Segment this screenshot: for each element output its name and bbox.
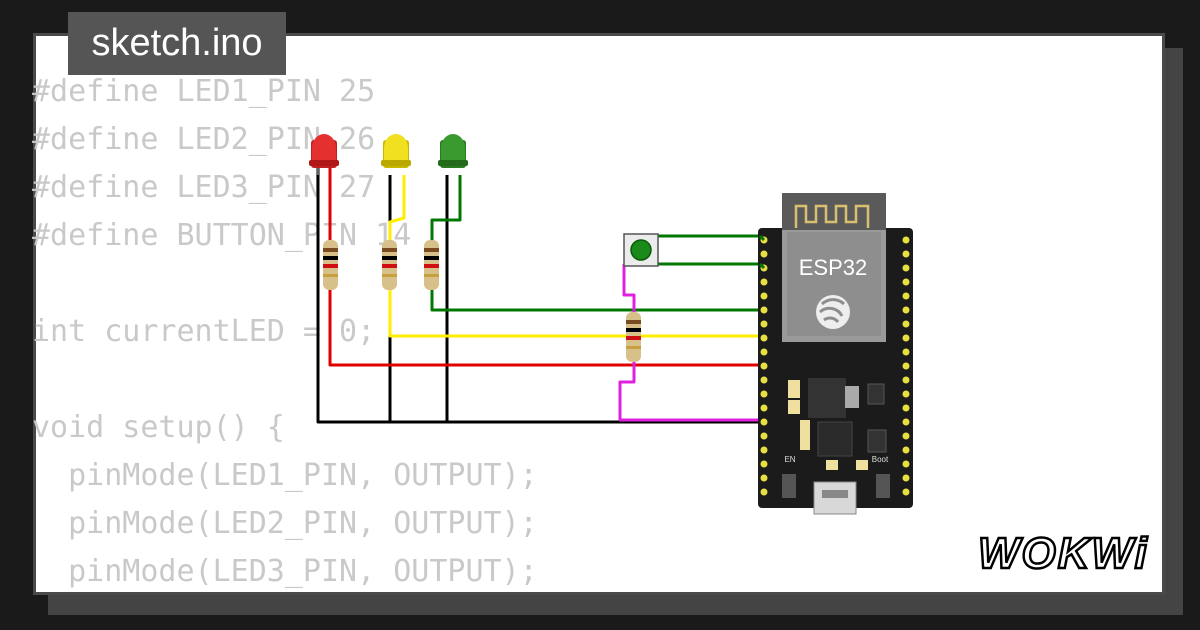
resistor[interactable]: [382, 240, 397, 290]
code-line: #define LED2_PIN 26: [32, 122, 376, 157]
green-wire[interactable]: [430, 175, 462, 240]
chip-label: ESP32: [799, 255, 868, 280]
right-pin-header: [902, 236, 910, 496]
pushbutton[interactable]: [623, 233, 659, 267]
wokwi-logo: WOKWi: [976, 528, 1152, 585]
code-line: pinMode(LED3_PIN, OUTPUT);: [32, 554, 538, 589]
preview-card: [33, 33, 1165, 595]
led-yellow[interactable]: [381, 134, 411, 168]
magenta-wire[interactable]: [618, 362, 765, 422]
code-editor: #define LED1_PIN 25 #define LED2_PIN 26 #d…: [32, 68, 538, 596]
code-line: void setup() {: [32, 410, 285, 445]
code-line: int currentLED = 0;: [32, 314, 376, 349]
magenta-wire[interactable]: [622, 264, 636, 312]
left-pin-header: [760, 236, 768, 496]
led-green[interactable]: [438, 134, 468, 168]
code-line: #define LED3_PIN 27: [32, 170, 376, 205]
wires: [316, 160, 765, 424]
led-red[interactable]: [309, 134, 339, 175]
file-tab[interactable]: sketch.ino: [68, 12, 286, 75]
resistor[interactable]: [626, 312, 641, 362]
red-wire[interactable]: [328, 290, 765, 367]
black-wire[interactable]: [316, 160, 760, 424]
esp32-board[interactable]: ESP32: [758, 193, 913, 515]
wokwi-wordmark: WOKWi: [977, 528, 1149, 580]
green-wire[interactable]: [430, 290, 765, 312]
en-button[interactable]: [782, 474, 796, 498]
brand-name: WOKWi: [978, 529, 1149, 578]
resistor[interactable]: [424, 240, 439, 290]
resistor[interactable]: [323, 240, 338, 290]
code-line: #define LED1_PIN 25: [32, 74, 376, 109]
en-label: EN: [784, 455, 795, 464]
wire-stubs: [758, 234, 766, 270]
boot-button[interactable]: [876, 474, 890, 498]
code-line: pinMode(LED2_PIN, OUTPUT);: [32, 506, 538, 541]
espressif-icon: [816, 295, 850, 329]
yellow-wire[interactable]: [388, 175, 406, 240]
boot-label: Boot: [872, 455, 889, 464]
code-line: pinMode(LED1_PIN, OUTPUT);: [32, 458, 538, 493]
